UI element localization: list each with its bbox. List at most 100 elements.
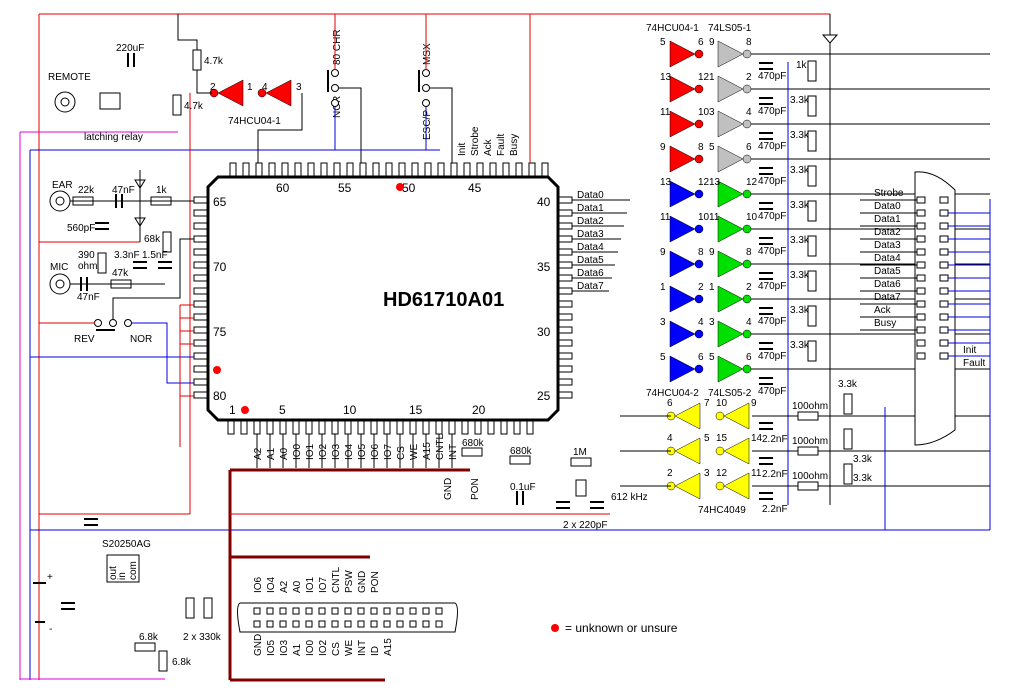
exp-label-bottom: A1 — [292, 643, 303, 656]
bus-signal-label: A1 — [266, 447, 277, 460]
r-4.7k — [192, 49, 202, 71]
inverter-hc4049 — [723, 472, 750, 500]
remote-jack-center — [60, 97, 70, 107]
chip-pin — [383, 420, 391, 435]
chip-label: 74LS05-1 — [708, 23, 752, 34]
chip-pin — [558, 378, 573, 386]
wire — [339, 87, 362, 163]
bus-signal-label: IO0 — [292, 443, 303, 460]
inverter-a-bubble — [694, 364, 704, 374]
pullup-resistor — [807, 95, 817, 117]
port-pin — [916, 339, 926, 347]
cap-label: 2 x 220pF — [563, 520, 607, 531]
pin-number: 15 — [409, 403, 423, 417]
bus-signal-label: A2 — [253, 447, 264, 460]
pin-number: 75 — [213, 325, 227, 339]
pin-number: 5 — [279, 403, 286, 417]
chip-pin — [193, 391, 208, 399]
wire — [177, 14, 198, 50]
switch-contact — [422, 99, 430, 107]
switch-label: NOR — [332, 96, 343, 118]
wire — [430, 87, 453, 163]
label: 560pF — [67, 223, 95, 234]
pin-label: 12 — [716, 468, 728, 479]
chip-pin — [489, 162, 497, 177]
gnd-wire — [132, 322, 194, 384]
unknown-marker — [213, 366, 221, 374]
signal-label: GND — [443, 478, 454, 500]
pin-label: 10 — [698, 212, 710, 223]
data-label: Data5 — [577, 255, 604, 266]
data-label: Data2 — [577, 216, 604, 227]
res-label: 6.8k — [172, 657, 192, 668]
inverter-a-bubble — [694, 84, 704, 94]
chip-pin — [558, 326, 573, 334]
chip-pin — [487, 420, 495, 435]
chip-pin — [292, 420, 300, 435]
chip-pin — [474, 420, 482, 435]
chip-pin — [411, 162, 419, 177]
inverter-b-bubble — [742, 259, 752, 269]
chip-pin — [240, 420, 248, 435]
res-label: 2 x 330k — [183, 632, 222, 643]
exp-pin — [435, 607, 443, 615]
pin-label: 7 — [704, 398, 710, 409]
inverter-hc4049 — [674, 402, 701, 430]
port-pin — [916, 196, 926, 204]
exp-label-bottom: IO5 — [266, 639, 277, 656]
remote-label: REMOTE — [48, 72, 91, 83]
bus-signal-label: WE — [409, 444, 420, 460]
switch-contact — [422, 84, 430, 92]
exp-label-bottom: IO3 — [279, 639, 290, 656]
pin-label: 2 — [746, 72, 752, 83]
signal-label: Strobe — [470, 126, 481, 156]
res-label: 3.3k — [790, 95, 810, 106]
pullup-resistor — [807, 340, 817, 362]
res-label: 3.3k — [790, 235, 810, 246]
chip-pin — [558, 300, 573, 308]
inverter-a-bubble — [694, 189, 704, 199]
exp-pin — [344, 620, 352, 628]
unknown-marker — [241, 406, 249, 414]
chip-pin — [193, 222, 208, 230]
pin-number: 35 — [537, 260, 551, 274]
chip-pin — [424, 162, 432, 177]
res-label: 100ohm — [792, 471, 828, 482]
chip-pin — [253, 420, 261, 435]
inverter-a — [669, 250, 696, 278]
chip-pin — [193, 352, 208, 360]
exp-pin — [357, 607, 365, 615]
pin-label: 13 — [660, 177, 672, 188]
chip-pin — [558, 339, 573, 347]
exp-pin — [305, 620, 313, 628]
chip-pin — [193, 209, 208, 217]
pin-label: 8 — [746, 37, 752, 48]
resistor — [509, 455, 531, 465]
exp-label-top: CNTL — [331, 566, 342, 593]
chip-pin — [193, 313, 208, 321]
pin-label: 9 — [709, 37, 715, 48]
pin-label: 11 — [660, 107, 671, 118]
label: 68k — [144, 234, 161, 245]
pullup-resistor — [807, 200, 817, 222]
pin-number: 65 — [213, 195, 227, 209]
pin-number: 10 — [343, 403, 357, 417]
res-label: 3.3k — [790, 165, 810, 176]
inverter-hc4049-bubble — [715, 411, 725, 421]
pullup-resistor — [807, 270, 817, 292]
pin-label: 1 — [709, 72, 715, 83]
pin-label: 8 — [698, 247, 704, 258]
data-label: Data1 — [577, 203, 604, 214]
chip-pin — [305, 420, 313, 435]
switch-contact — [331, 84, 339, 92]
data-label: Data4 — [577, 242, 604, 253]
inverter-a-bubble — [694, 224, 704, 234]
switch-contact — [422, 69, 430, 77]
chip-pin — [268, 162, 276, 177]
bus-signal-label: IO2 — [318, 443, 329, 460]
exp-pin — [331, 607, 339, 615]
exp-label-bottom: INT — [357, 640, 368, 656]
ear-label: EAR — [52, 180, 73, 191]
pin-label: 4 — [698, 317, 704, 328]
